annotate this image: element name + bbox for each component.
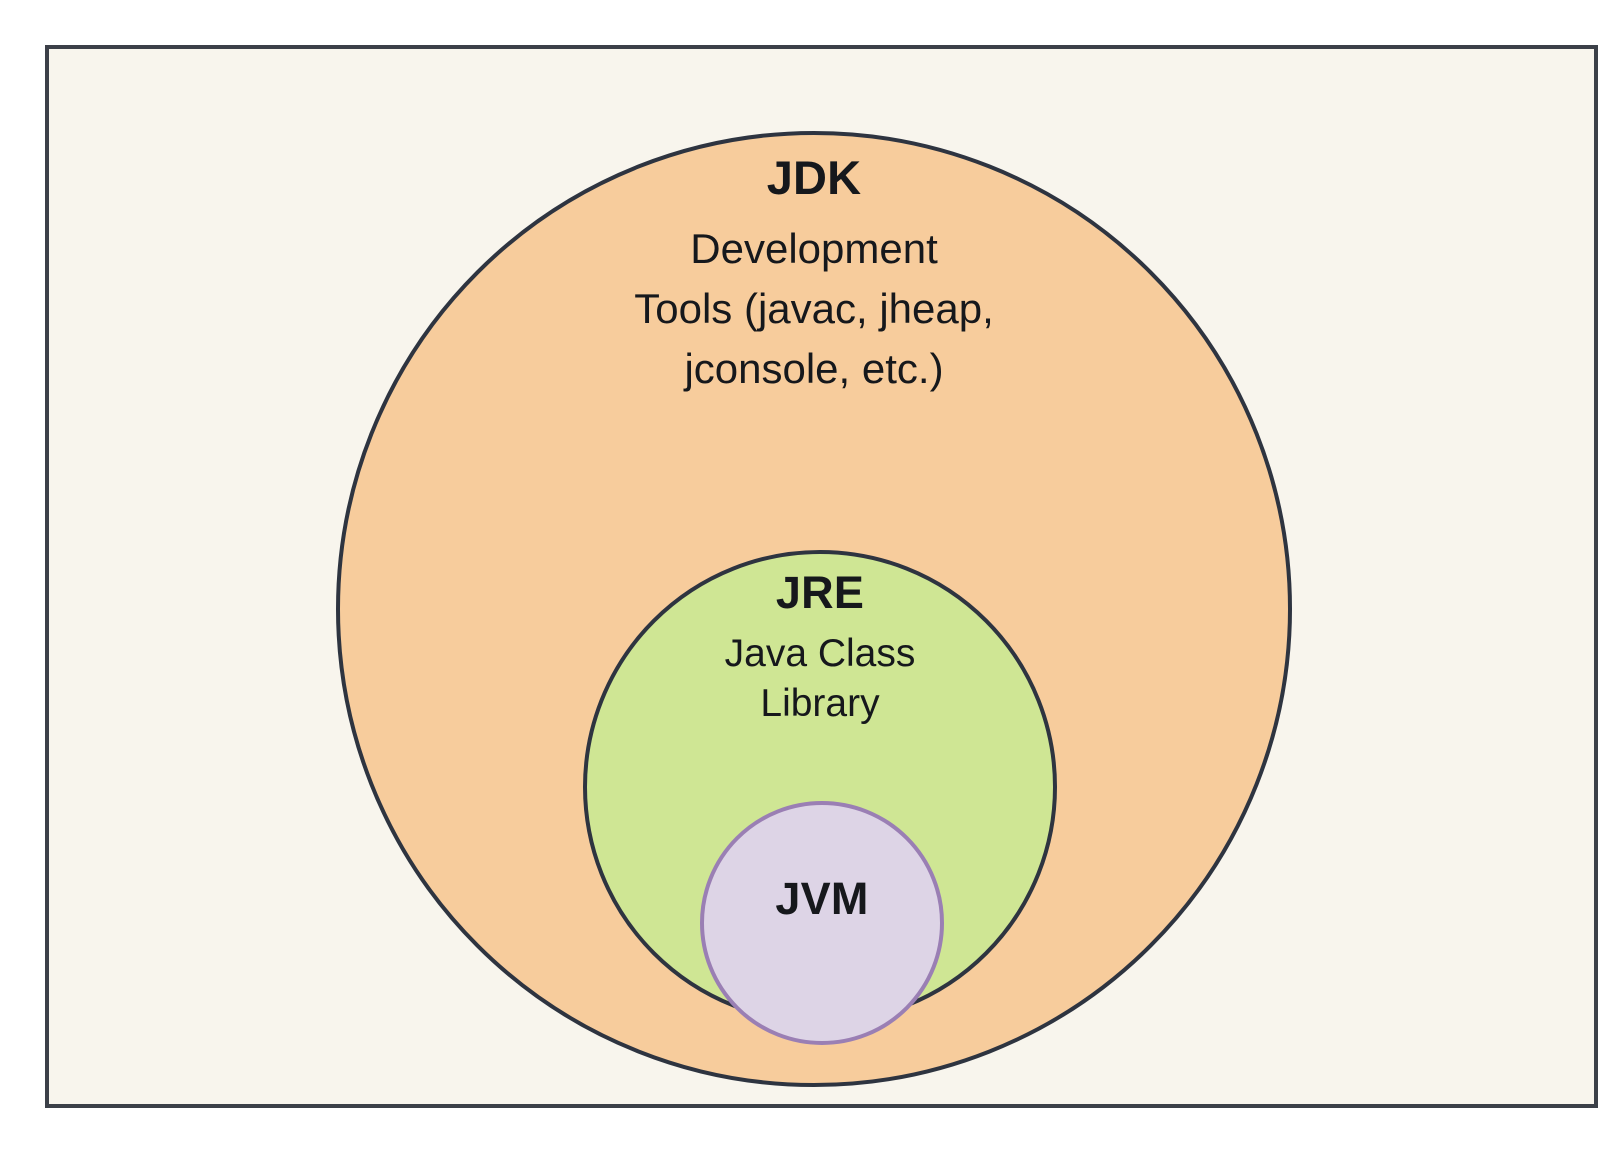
jre-description-line-1: Java Class	[724, 632, 916, 676]
jvm-title: JVM	[775, 873, 869, 924]
jvm-label-group: JVM	[702, 872, 942, 925]
jre-title: JRE	[775, 567, 865, 618]
jdk-label-group: JDK Development Tools (javac, jheap, jco…	[494, 150, 1134, 398]
jdk-title: JDK	[766, 151, 862, 204]
jdk-description-line-3: jconsole, etc.)	[684, 344, 944, 392]
jre-label-group: JRE Java Class Library	[610, 566, 1030, 729]
jre-description-line-2: Library	[760, 682, 880, 725]
jdk-description: Development Tools (javac, jheap, jconsol…	[494, 219, 1134, 398]
jvm-circle	[700, 801, 944, 1045]
jdk-description-line-1: Development	[690, 225, 938, 273]
jdk-description-line-2: Tools (javac, jheap,	[634, 285, 994, 333]
jre-description: Java Class Library	[610, 629, 1030, 729]
